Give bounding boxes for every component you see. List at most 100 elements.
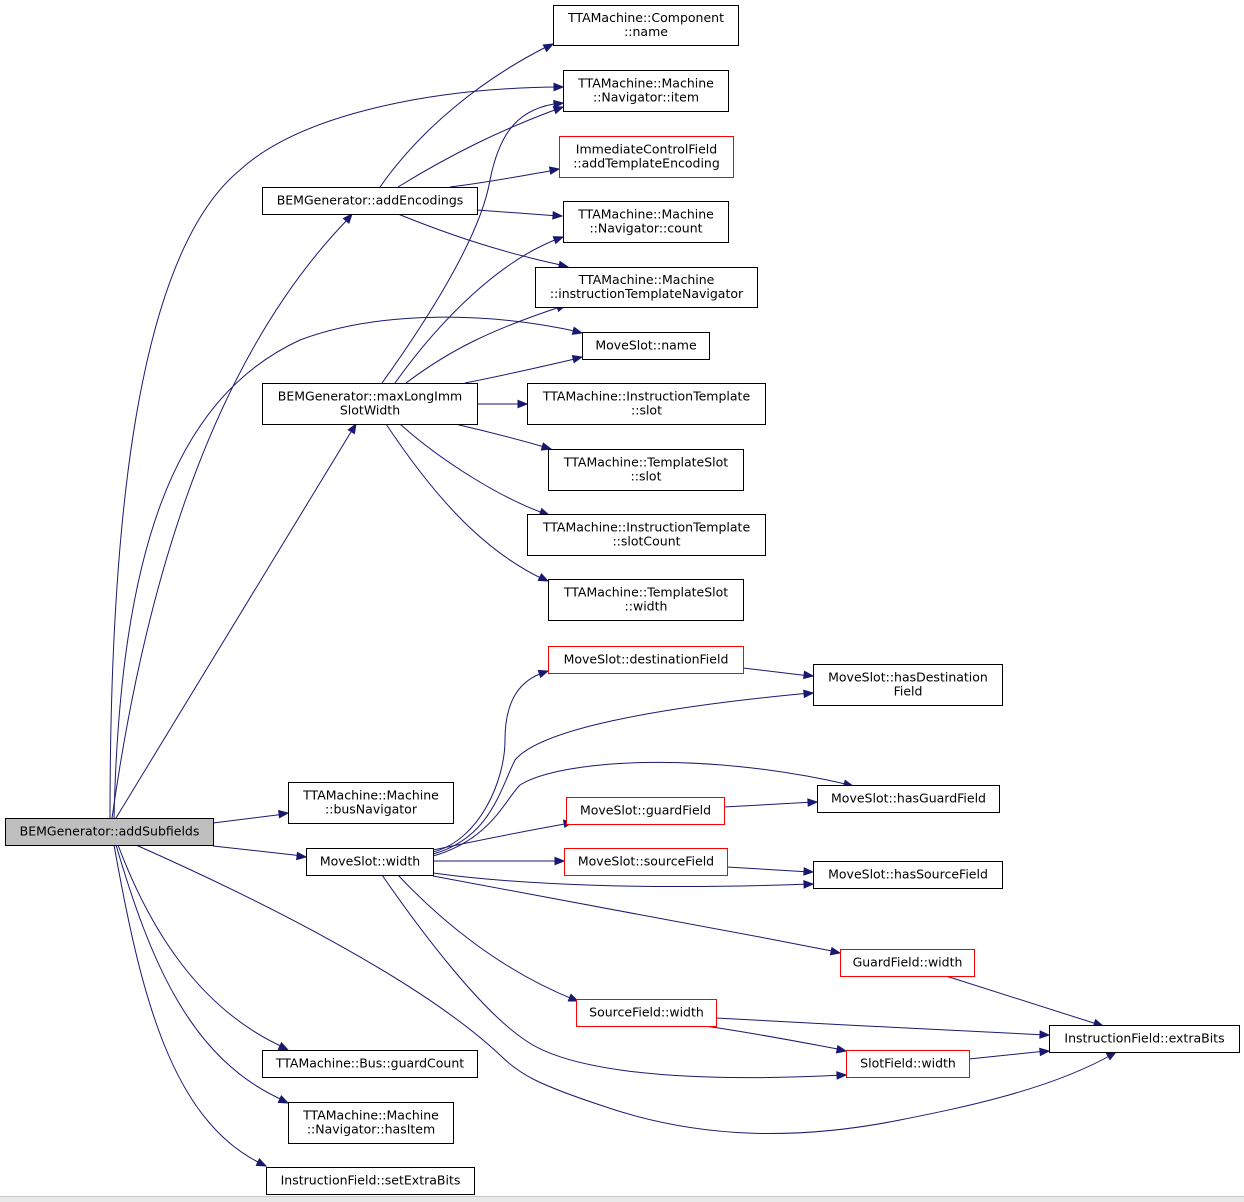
edge-line: [723, 801, 815, 808]
node-hasGuardField[interactable]: MoveSlot::hasGuardField: [817, 785, 1000, 813]
edge-line: [432, 875, 838, 953]
node-box: [266, 1167, 475, 1195]
arrowhead: [517, 399, 529, 409]
edge-root-to-guardCount: [117, 844, 290, 1051]
edge-moveSlotWidth-to-guardField: [432, 819, 575, 851]
arrowhead: [571, 326, 584, 335]
node-box: [262, 1050, 478, 1078]
edge-moveSlotWidth-to-guardFieldWidth: [432, 875, 842, 956]
arrowhead: [537, 669, 550, 679]
node-box: [288, 782, 454, 824]
node-label: ::addTemplateEncoding: [573, 156, 720, 171]
edge-moveSlotWidth-to-slotFieldWidth: [381, 874, 848, 1080]
edge-addEncodings-to-addTemplateEncoding: [449, 166, 561, 188]
arrowhead: [542, 43, 555, 53]
node-box: [582, 332, 710, 360]
node-label: SlotField::width: [860, 1056, 956, 1071]
node-tsSlot[interactable]: TTAMachine::TemplateSlot::slot: [548, 449, 744, 491]
arrowhead: [552, 236, 565, 245]
node-label: MoveSlot::hasGuardField: [831, 791, 986, 806]
node-label: TTAMachine::Machine: [302, 1108, 439, 1123]
arrowhead: [829, 946, 842, 956]
node-moveSlotWidth[interactable]: MoveSlot::width: [306, 848, 434, 876]
edge-line: [432, 822, 571, 851]
node-addTemplateEncoding[interactable]: ImmediateControlField::addTemplateEncodi…: [559, 136, 734, 178]
arrowhead: [553, 82, 565, 92]
node-box: [563, 70, 729, 112]
node-hasItem[interactable]: TTAMachine::Machine::Navigator::hasItem: [288, 1102, 454, 1144]
node-navItem[interactable]: TTAMachine::Machine::Navigator::item: [563, 70, 729, 112]
node-hasSourceField[interactable]: MoveSlot::hasSourceField: [813, 861, 1003, 889]
node-box: [262, 383, 478, 425]
node-label: MoveSlot::destinationField: [564, 652, 729, 667]
node-busNavigator[interactable]: TTAMachine::Machine::busNavigator: [288, 782, 454, 824]
node-label: MoveSlot::name: [595, 338, 697, 353]
node-guardFieldWidth[interactable]: GuardField::width: [840, 949, 975, 977]
node-label: GuardField::width: [853, 955, 963, 970]
node-setExtraBits[interactable]: InstructionField::setExtraBits: [266, 1167, 475, 1195]
edge-root-to-setExtraBits: [113, 844, 268, 1167]
node-label: MoveSlot::hasDestination: [828, 670, 988, 685]
node-label: MoveSlot::hasSourceField: [828, 867, 988, 882]
node-root: BEMGenerator::addSubfields: [5, 818, 214, 846]
node-label: BEMGenerator::addSubfields: [20, 824, 200, 839]
edge-line: [476, 209, 560, 217]
node-guardCount[interactable]: TTAMachine::Bus::guardCount: [262, 1050, 478, 1078]
edge-slotFieldWidth-to-extraBits: [968, 1047, 1051, 1060]
arrowhead: [255, 1157, 268, 1167]
edge-maxLongImm-to-tsSlot: [454, 423, 553, 451]
arrowhead: [567, 993, 580, 1002]
edge-root-to-moveSlotWidth: [212, 845, 308, 861]
node-sourceField[interactable]: MoveSlot::sourceField: [564, 848, 728, 876]
node-label: TTAMachine::TemplateSlot: [563, 455, 728, 470]
node-sourceFieldWidth[interactable]: SourceField::width: [576, 999, 717, 1027]
node-componentName[interactable]: TTAMachine::Component::name: [553, 5, 739, 46]
node-itSlot[interactable]: TTAMachine::InstructionTemplate::slot: [527, 383, 766, 425]
edge-addEncodings-to-componentName: [379, 43, 555, 188]
node-box: [548, 646, 744, 674]
arrowhead: [554, 856, 566, 866]
edge-moveSlotWidth-to-hasDestinationField: [432, 689, 815, 855]
edge-line: [464, 357, 580, 384]
node-addEncodings[interactable]: BEMGenerator::addEncodings: [262, 187, 478, 215]
edge-line: [397, 874, 576, 1001]
node-label: BEMGenerator::addEncodings: [277, 193, 464, 208]
node-destinationField[interactable]: MoveSlot::destinationField: [548, 646, 744, 674]
node-box: [527, 514, 766, 556]
edge-maxLongImm-to-moveSlotName: [464, 354, 584, 384]
edge-root-to-busNavigator: [212, 809, 290, 824]
node-slotFieldWidth[interactable]: SlotField::width: [846, 1050, 970, 1078]
node-itSlotCount[interactable]: TTAMachine::InstructionTemplate::slotCou…: [527, 514, 766, 556]
node-box: [1049, 1025, 1240, 1053]
node-tsWidth[interactable]: TTAMachine::TemplateSlot::width: [548, 579, 744, 621]
edge-line: [385, 423, 546, 581]
edge-maxLongImm-to-navItem: [381, 99, 565, 384]
node-navCount[interactable]: TTAMachine::Machine::Navigator::count: [563, 201, 729, 243]
node-guardField[interactable]: MoveSlot::guardField: [566, 797, 725, 825]
node-box: [840, 949, 975, 977]
edge-maxLongImm-to-itNavigator: [405, 303, 568, 384]
node-label: ::slot: [631, 403, 662, 418]
node-itNavigator[interactable]: TTAMachine::Machine::instructionTemplate…: [535, 267, 758, 308]
node-label: TTAMachine::InstructionTemplate: [542, 389, 751, 404]
node-box: [535, 267, 758, 308]
arrowhead: [347, 422, 357, 435]
arrowhead: [571, 354, 584, 364]
node-label: ::instructionTemplateNavigator: [550, 286, 744, 301]
arrowhead: [540, 442, 553, 451]
arrowhead: [1039, 1030, 1051, 1039]
edge-root-to-navItem: [109, 82, 565, 819]
edge-line: [381, 102, 561, 384]
arrowhead: [803, 670, 815, 680]
arrowhead: [1039, 1047, 1051, 1057]
node-label: TTAMachine::Component: [567, 10, 724, 25]
edge-moveSlotWidth-to-hasSourceField: [432, 872, 815, 889]
node-box: [262, 187, 478, 215]
node-box: [548, 579, 744, 621]
node-moveSlotName[interactable]: MoveSlot::name: [582, 332, 710, 360]
node-box: [548, 449, 744, 491]
node-extraBits[interactable]: InstructionField::extraBits: [1049, 1025, 1240, 1053]
